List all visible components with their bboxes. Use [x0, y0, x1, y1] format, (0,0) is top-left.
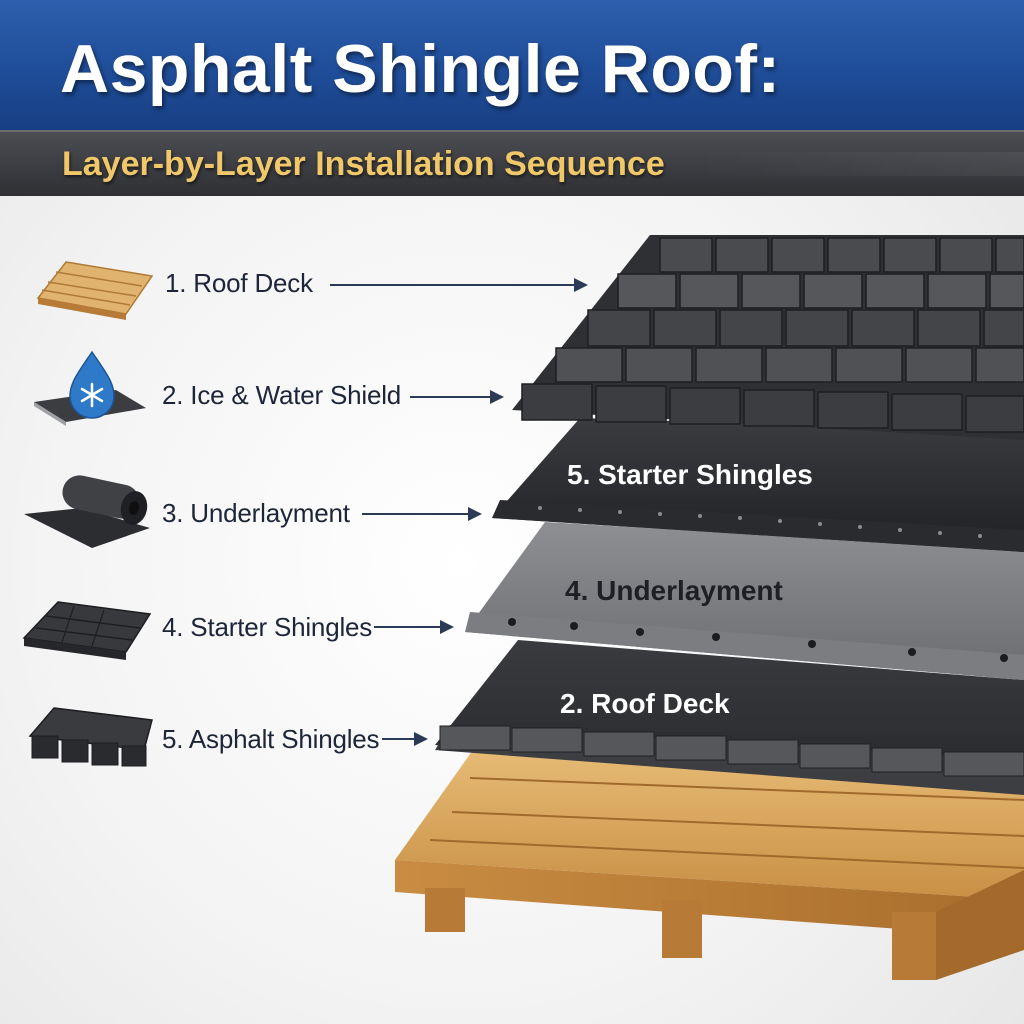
diagram-label-deck: 2. Roof Deck	[560, 688, 730, 719]
legend-label: 3. Underlayment	[162, 498, 350, 528]
pointer-arrow-icon	[382, 732, 428, 746]
starter-shingles-layer	[492, 418, 1024, 552]
roof-deck-felt-layer	[435, 640, 1024, 795]
asphalt-shingles-layer	[512, 235, 1024, 440]
underlayment-layer	[465, 522, 1024, 680]
page-subtitle: Layer-by-Layer Installation Sequence	[62, 145, 665, 183]
legend-label: 1. Roof Deck	[165, 268, 313, 298]
legend-label: 2. Ice & Water Shield	[162, 380, 402, 410]
pointer-arrow-icon	[330, 278, 588, 292]
subtitle-banner: Layer-by-Layer Installation Sequence	[0, 130, 1024, 196]
pointer-arrow-icon	[410, 390, 504, 404]
legend-label: 4. Starter Shingles	[162, 612, 373, 642]
legend-label: 5. Asphalt Shingles	[162, 724, 380, 754]
pointer-arrow-icon	[362, 507, 482, 521]
diagram-label-underlayment: 4. Underlayment	[565, 575, 783, 606]
water-drop-snowflake-icon	[34, 350, 146, 426]
underlayment-roll-icon	[24, 475, 150, 548]
asphalt-shingles-icon	[28, 707, 153, 767]
title-banner: Asphalt Shingle Roof:	[0, 0, 1024, 130]
diagram-label-starter: 5. Starter Shingles	[567, 459, 813, 490]
starter-shingles-icon	[22, 601, 152, 660]
wood-deck-icon	[36, 261, 154, 320]
page-title: Asphalt Shingle Roof:	[60, 31, 781, 107]
subtitle-accent	[694, 152, 1024, 176]
pointer-arrow-icon	[374, 620, 454, 634]
